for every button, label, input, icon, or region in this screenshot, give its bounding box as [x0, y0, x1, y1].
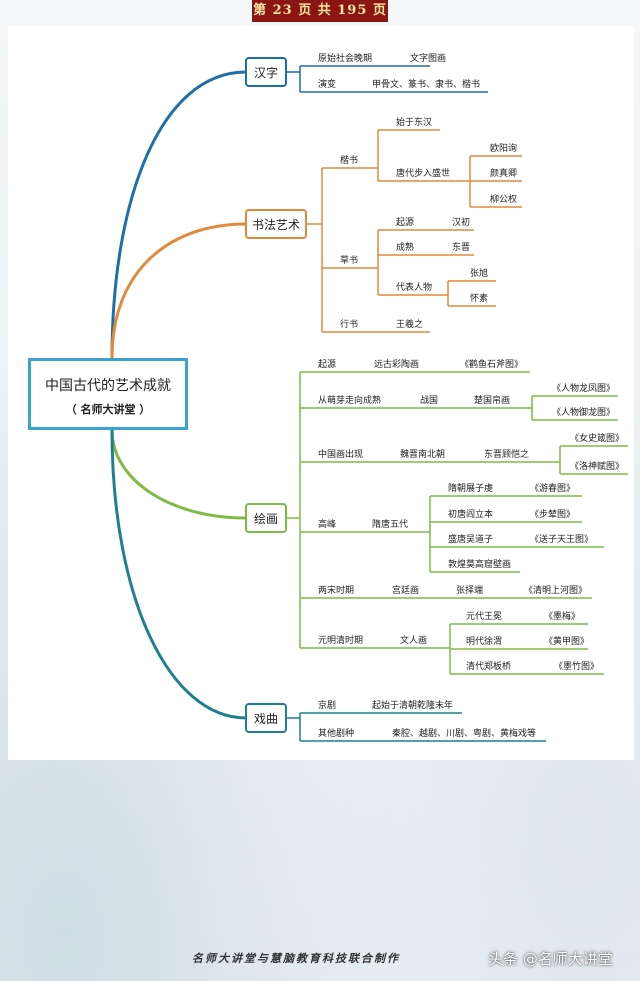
label: 《黄甲图》 [544, 635, 589, 647]
label: 盛唐吴道子 [448, 533, 493, 545]
branch-huihua: 绘画 [245, 503, 287, 533]
label: 敦煌莫高窟壁画 [448, 558, 511, 570]
branch-hanzi: 汉字 [245, 57, 287, 87]
label: 秦腔、越剧、川剧、粤剧、黄梅戏等 [392, 727, 536, 739]
xiqu-labels: 京剧 起始于清朝乾隆末年 其他剧种 秦腔、越剧、川剧、粤剧、黄梅戏等 [318, 699, 536, 739]
footer-credit: 名师大讲堂与慧脑教育科技联合制作 [192, 952, 400, 965]
label: 《人物龙凤图》 [552, 382, 615, 394]
label: 《墨竹图》 [554, 660, 599, 672]
label: 汉初 [452, 216, 470, 228]
label: 始于东汉 [396, 116, 432, 128]
branch-label: 汉字 [254, 65, 278, 80]
root-subtitle: （ 名师大讲堂 ） [65, 403, 151, 416]
connector-xiqu [110, 428, 248, 720]
label: 战国 [420, 395, 438, 406]
connector-huihua [110, 428, 248, 520]
branch-xiqu: 戏曲 [245, 703, 287, 733]
label: 元明清时期 [318, 634, 363, 646]
label: 元代王冕 [466, 611, 502, 622]
label: 文字图画 [410, 52, 446, 64]
label: 清代郑板桥 [466, 660, 511, 672]
label: 文人画 [400, 634, 427, 646]
huihua-labels: 起源 远古彩陶画 《鹳鱼石斧图》 从萌芽走向成熟 战国 楚国帛画 《人物龙凤图》… [318, 358, 624, 672]
label: 演变 [318, 78, 336, 90]
label: 高峰 [318, 518, 336, 530]
label: 两宋时期 [318, 584, 354, 596]
root-node: 中国古代的艺术成就 （ 名师大讲堂 ） [28, 358, 188, 430]
label: 京剧 [318, 699, 336, 711]
label: 《墨梅》 [544, 610, 580, 622]
label: 颜真卿 [490, 167, 517, 179]
label: 隋朝展子虔 [448, 482, 493, 494]
connector-shufa [110, 222, 248, 360]
label: 代表人物 [396, 281, 432, 293]
label: 从萌芽走向成熟 [318, 394, 381, 406]
label: 欧阳询 [490, 142, 517, 154]
label: 怀素 [470, 292, 488, 304]
label: 东晋顾恺之 [484, 448, 529, 460]
branch-label: 戏曲 [254, 712, 278, 726]
branch-shufa: 书法艺术 [245, 209, 307, 239]
label: 张择端 [456, 584, 483, 596]
label: 《洛神赋图》 [570, 460, 624, 472]
label: 《鹳鱼石斧图》 [460, 358, 523, 370]
watermark: 头条 @名师大讲堂 [488, 950, 613, 968]
label: 《女史箴图》 [570, 432, 624, 444]
label: 东晋 [452, 241, 470, 253]
label: 初唐阎立本 [448, 508, 493, 520]
label: 《游春图》 [530, 482, 575, 494]
label: 原始社会晚期 [318, 52, 372, 64]
label: 《清明上河图》 [524, 584, 587, 596]
label: 起源 [396, 217, 414, 228]
label: 王羲之 [396, 318, 423, 330]
label: 张旭 [470, 267, 488, 279]
label: 甲骨文、篆书、隶书、楷书 [372, 78, 480, 90]
label: 唐代步入盛世 [396, 167, 450, 179]
label: 草书 [340, 254, 358, 266]
label: 《人物御龙图》 [552, 406, 615, 418]
label: 楚国帛画 [474, 394, 510, 406]
hanzi-labels: 原始社会晚期 文字图画 演变 甲骨文、篆书、隶书、楷书 [318, 52, 480, 90]
label: 隋唐五代 [372, 518, 408, 530]
branch-label: 书法艺术 [252, 218, 300, 232]
label: 柳公权 [490, 193, 517, 205]
label: 楷书 [340, 154, 358, 166]
branch-label: 绘画 [254, 511, 278, 526]
label: 行书 [340, 318, 358, 330]
label: 明代徐渭 [466, 635, 502, 647]
root-title: 中国古代的艺术成就 [45, 378, 171, 394]
page-number-banner: 第 23 页 共 195 页 [252, 0, 388, 22]
label: 《步辇图》 [530, 508, 575, 520]
label: 中国画出现 [318, 448, 363, 460]
label: 远古彩陶画 [374, 358, 419, 370]
shufa-labels: 楷书 始于东汉 唐代步入盛世 欧阳询 颜真卿 柳公权 草书 起源 汉初 成熟 东… [340, 116, 517, 330]
label: 成熟 [396, 241, 414, 253]
label: 魏晋南北朝 [400, 448, 445, 460]
label: 起源 [318, 359, 336, 370]
label: 起始于清朝乾隆末年 [372, 699, 453, 711]
label: 宫廷画 [392, 584, 419, 596]
label: 《送子天王图》 [530, 533, 593, 545]
label: 其他剧种 [318, 727, 354, 739]
connector-hanzi [110, 70, 248, 360]
